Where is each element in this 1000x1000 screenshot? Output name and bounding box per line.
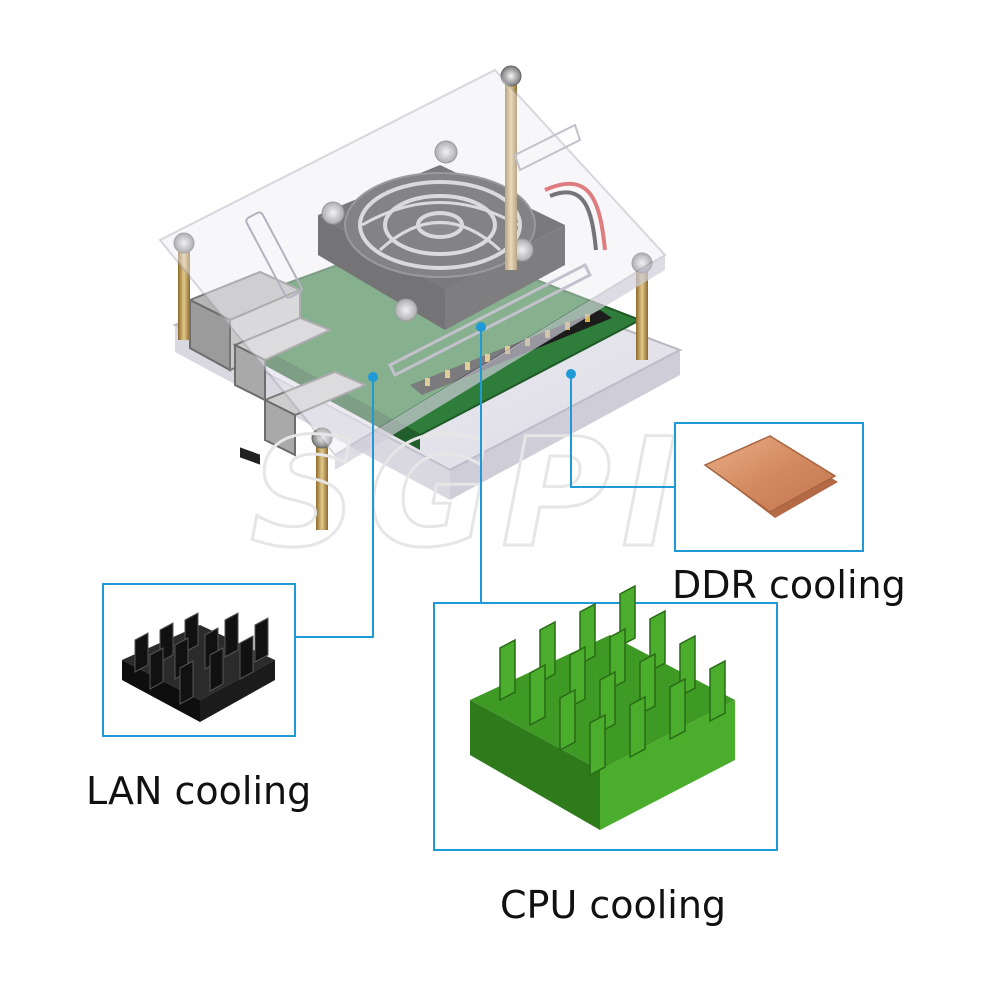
plate-slot <box>245 211 303 299</box>
brass-standoffs <box>173 65 653 530</box>
callout-dot-ddr <box>566 369 576 379</box>
cooling-fan <box>318 140 607 330</box>
callout-line-ddr <box>570 374 675 488</box>
callout-lines <box>295 327 675 638</box>
callout-line-lan <box>295 377 374 638</box>
ddr-cooling-label: DDR cooling <box>672 563 906 607</box>
watermark: SGPI <box>250 407 687 581</box>
cpu-heatsink <box>470 584 735 830</box>
ddr-copper-pad <box>703 435 838 518</box>
callout-dot-cpu <box>476 322 486 332</box>
acrylic-case <box>158 65 683 530</box>
cpu-cooling-label: CPU cooling <box>500 883 727 927</box>
fan-guard <box>358 180 522 270</box>
callout-dot-lan <box>368 372 378 382</box>
fan-screw <box>321 201 345 225</box>
ports-block <box>187 270 368 465</box>
fan-wires <box>544 181 607 251</box>
lan-cooling-label: LAN cooling <box>86 769 312 813</box>
lan-heatsink <box>122 612 275 722</box>
